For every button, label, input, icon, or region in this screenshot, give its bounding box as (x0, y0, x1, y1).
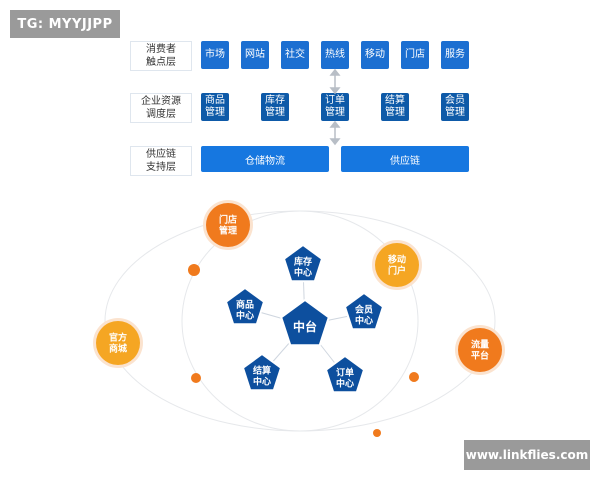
layer-label-line: 触点层 (146, 57, 176, 68)
layer-label-line: 调度层 (146, 109, 176, 120)
touchpoint-website: 网站 (241, 41, 269, 69)
touchpoint-store: 门店 (401, 41, 429, 69)
pentagon-shape (280, 298, 330, 347)
resource-label-line: 会员 (445, 95, 465, 106)
hub-inventory-center: 库存中心 (282, 243, 324, 283)
watermark-bottom-right: www.linkflies.com (464, 440, 590, 470)
resource-settlement: 结算 管理 (381, 93, 409, 121)
orbit-dot (409, 372, 419, 382)
hub-product-center: 商品中心 (224, 286, 266, 326)
watermark-top-left: TG: MYYJJPP (10, 10, 120, 38)
node-circle (96, 321, 140, 365)
outer-node-label: 官方商城 (109, 332, 127, 355)
orbit-dot (188, 264, 200, 276)
pentagon-shape (343, 291, 385, 331)
orbit-dot (373, 429, 381, 437)
resource-label-line: 管理 (265, 107, 285, 118)
hub-center: 中台 (280, 298, 330, 347)
outer-mobile-portal: 移动门户 (372, 240, 422, 290)
resource-label-line: 库存 (265, 95, 285, 106)
node-circle (206, 203, 250, 247)
outer-node-label: 流量平台 (471, 339, 489, 362)
hub-node-label: 库存中心 (294, 256, 312, 279)
supply-warehouse-logistics: 仓储物流 (201, 146, 329, 172)
resource-label-line: 商品 (205, 95, 225, 106)
layer-connectors (329, 68, 341, 146)
touchpoint-market: 市场 (201, 41, 229, 69)
hub-settlement-center: 结算中心 (241, 352, 283, 392)
node-circle (458, 328, 502, 372)
layer-label-line: 消费者 (146, 44, 176, 55)
hub-node-label: 会员中心 (355, 304, 373, 327)
resource-order: 订单 管理 (321, 93, 349, 121)
layer-label-line: 企业资源 (141, 96, 181, 107)
hub-node-label: 商品中心 (236, 299, 254, 322)
supply-chain: 供应链 (341, 146, 469, 172)
hub-center-label: 中台 (293, 319, 317, 334)
resource-label-line: 管理 (205, 107, 225, 118)
pentagon-shape (224, 286, 266, 326)
resource-inventory: 库存 管理 (261, 93, 289, 121)
layer-label-enterprise: 企业资源 调度层 (130, 93, 192, 123)
resource-product: 商品 管理 (201, 93, 229, 121)
layer-label-consumer: 消费者 触点层 (130, 41, 192, 71)
resource-label-line: 管理 (325, 107, 345, 118)
outer-traffic-platform: 流量平台 (455, 325, 505, 375)
outer-official-mall: 官方商城 (93, 318, 143, 368)
resource-label-line: 结算 (385, 95, 405, 106)
resource-label-line: 管理 (385, 107, 405, 118)
resource-label-line: 管理 (445, 107, 465, 118)
outer-node-label: 移动门户 (388, 254, 406, 277)
layer-label-line: 支持层 (146, 162, 176, 173)
outer-store-management: 门店管理 (203, 200, 253, 250)
resource-member: 会员 管理 (441, 93, 469, 121)
touchpoint-mobile: 移动 (361, 41, 389, 69)
orbit-dot (191, 373, 201, 383)
pentagon-shape (324, 354, 366, 394)
touchpoint-hotline: 热线 (321, 41, 349, 69)
pentagon-shape (282, 243, 324, 283)
inner-orbit (181, 210, 419, 432)
resource-label-line: 订单 (325, 95, 345, 106)
pentagon-shape (241, 352, 283, 392)
layer-label-supply: 供应链 支持层 (130, 146, 192, 176)
outer-node-label: 门店管理 (219, 214, 237, 237)
touchpoint-service: 服务 (441, 41, 469, 69)
hub-node-label: 订单中心 (336, 367, 354, 390)
hub-member-center: 会员中心 (343, 291, 385, 331)
hub-node-label: 结算中心 (253, 365, 271, 388)
node-circle (375, 243, 419, 287)
touchpoint-social: 社交 (281, 41, 309, 69)
hub-order-center: 订单中心 (324, 354, 366, 394)
layer-label-line: 供应链 (146, 149, 176, 160)
